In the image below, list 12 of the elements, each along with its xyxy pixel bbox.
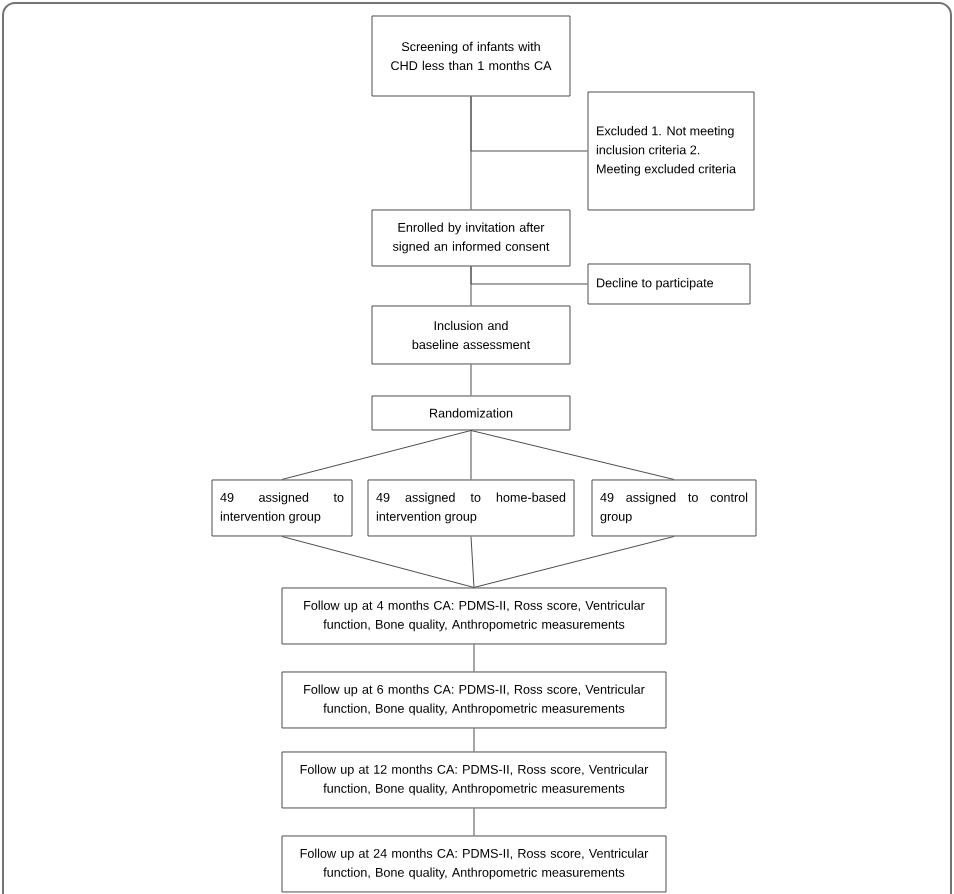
connector-line [473, 727, 475, 752]
connector-line [470, 430, 472, 480]
connector-line [281, 536, 475, 588]
connector-line [470, 536, 475, 588]
connector-line [473, 807, 475, 836]
connector-line [470, 96, 588, 152]
connector-line [473, 536, 675, 588]
connector-line [281, 430, 472, 480]
connector-line [470, 430, 675, 480]
connector-line [470, 266, 588, 285]
connector-line [473, 643, 475, 672]
connector-line [470, 364, 472, 396]
